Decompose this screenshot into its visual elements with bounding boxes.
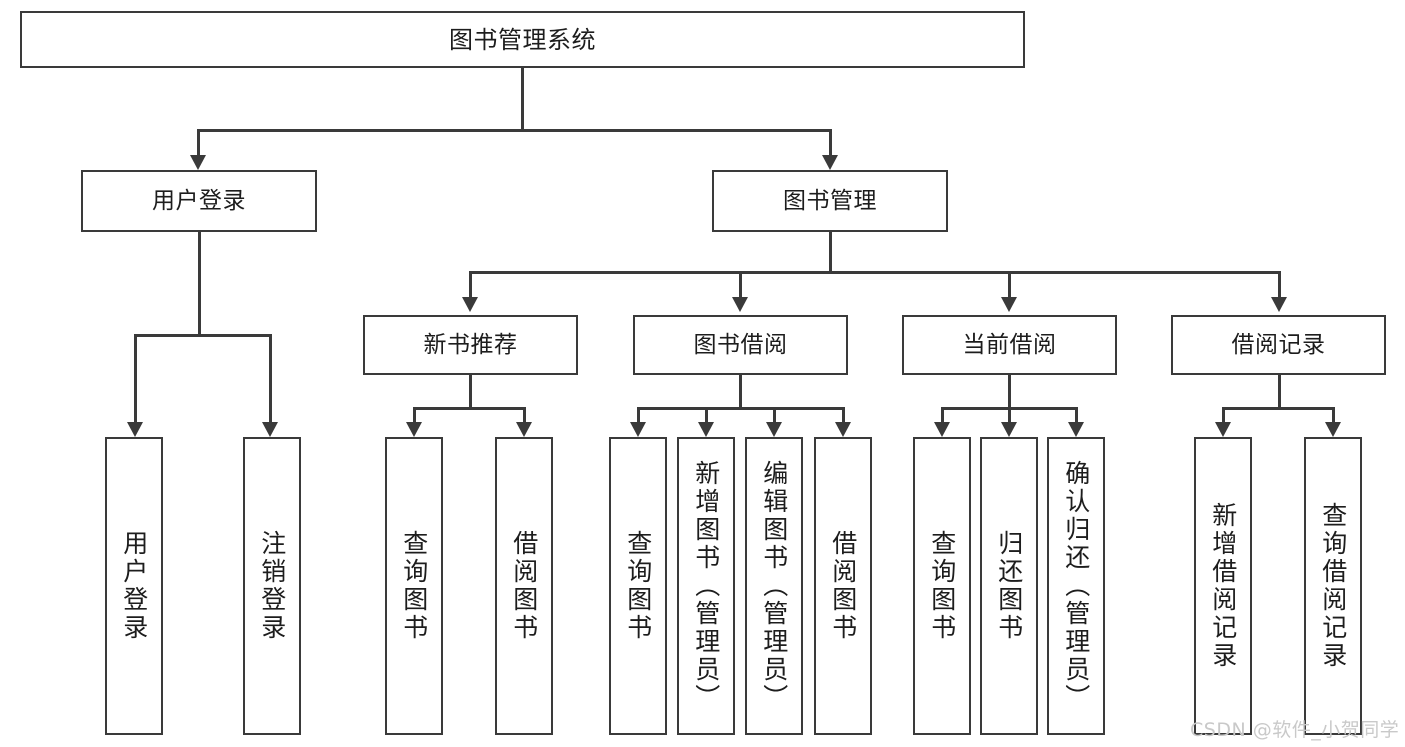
connector-level3-leg-2 <box>739 271 742 297</box>
arrow-to-user-login <box>190 155 206 170</box>
node-label: 当前借阅 <box>962 331 1057 358</box>
connector-new-book-leg-1 <box>413 407 416 422</box>
node-book-borrow[interactable]: 图书借阅 <box>633 315 848 375</box>
arrow-to-leaf-add-book <box>698 422 714 437</box>
node-label: 用户登录 <box>152 187 246 214</box>
arrow-to-leaf-borrow-book-2 <box>835 422 851 437</box>
connector-book-borrow-leg-1 <box>637 407 640 422</box>
node-label: 图书借阅 <box>693 331 788 358</box>
connector-current-borrow-stem <box>1008 375 1011 408</box>
connector-root-stem <box>521 68 524 130</box>
leaf-query-book-new[interactable]: 查询图书 <box>385 437 443 735</box>
connector-book-borrow-bus <box>637 407 844 410</box>
node-label: 查询图书 <box>623 530 653 642</box>
connector-current-borrow-leg-2 <box>1008 407 1011 422</box>
node-label: 新增借阅记录 <box>1208 502 1238 670</box>
leaf-query-book-current[interactable]: 查询图书 <box>913 437 971 735</box>
arrow-to-leaf-user-login <box>127 422 143 437</box>
csdn-watermark: CSDN @软件_小贺同学 <box>1190 719 1400 741</box>
connector-borrow-record-leg-1 <box>1222 407 1225 422</box>
connector-level2-leg-left <box>197 129 200 155</box>
connector-user-login-leg-2 <box>269 334 272 422</box>
node-label: 注销登录 <box>257 530 287 642</box>
node-label: 查询借阅记录 <box>1318 502 1348 670</box>
node-label: 图书管理系统 <box>449 25 596 54</box>
connector-level3-leg-1 <box>469 271 472 297</box>
connector-new-book-bus <box>413 407 525 410</box>
arrow-to-leaf-add-record <box>1215 422 1231 437</box>
arrow-to-leaf-return-book <box>1001 422 1017 437</box>
node-root-book-management-system[interactable]: 图书管理系统 <box>20 11 1025 68</box>
connector-borrow-record-leg-2 <box>1332 407 1335 422</box>
connector-new-book-stem <box>469 375 472 408</box>
connector-level3-leg-3 <box>1008 271 1011 297</box>
connector-level2-bus <box>197 129 831 132</box>
arrow-to-leaf-query-book-3 <box>934 422 950 437</box>
node-label: 查询图书 <box>399 530 429 642</box>
arrow-to-leaf-borrow-book-1 <box>516 422 532 437</box>
connector-new-book-leg-2 <box>523 407 526 422</box>
node-book-management[interactable]: 图书管理 <box>712 170 948 232</box>
connector-level3-bus <box>469 271 1281 274</box>
leaf-add-borrow-record[interactable]: 新增借阅记录 <box>1194 437 1252 735</box>
connector-book-management-stem <box>829 232 832 272</box>
node-new-book-recommend[interactable]: 新书推荐 <box>363 315 578 375</box>
leaf-query-book-borrow[interactable]: 查询图书 <box>609 437 667 735</box>
arrow-to-leaf-query-book-2 <box>630 422 646 437</box>
connector-book-borrow-leg-2 <box>705 407 708 422</box>
node-label: 确认归还（管理员） <box>1061 460 1091 712</box>
node-label: 图书管理 <box>783 187 877 214</box>
connector-borrow-record-bus <box>1222 407 1334 410</box>
leaf-borrow-book[interactable]: 借阅图书 <box>814 437 872 735</box>
arrow-to-current-borrow <box>1001 297 1017 312</box>
arrow-to-leaf-query-book-1 <box>406 422 422 437</box>
node-label: 借阅图书 <box>509 530 539 642</box>
node-label: 借阅记录 <box>1231 331 1326 358</box>
leaf-query-borrow-record[interactable]: 查询借阅记录 <box>1304 437 1362 735</box>
leaf-edit-book-admin[interactable]: 编辑图书（管理员） <box>745 437 803 735</box>
node-label: 编辑图书（管理员） <box>759 460 789 712</box>
connector-book-borrow-leg-3 <box>773 407 776 422</box>
leaf-logout[interactable]: 注销登录 <box>243 437 301 735</box>
connector-borrow-record-stem <box>1278 375 1281 408</box>
connector-current-borrow-leg-1 <box>941 407 944 422</box>
node-current-borrow[interactable]: 当前借阅 <box>902 315 1117 375</box>
leaf-user-login[interactable]: 用户登录 <box>105 437 163 735</box>
node-label: 归还图书 <box>994 530 1024 642</box>
connector-book-borrow-leg-4 <box>842 407 845 422</box>
arrow-to-book-management <box>822 155 838 170</box>
node-user-login[interactable]: 用户登录 <box>81 170 317 232</box>
arrow-to-leaf-edit-book <box>766 422 782 437</box>
arrow-to-book-borrow <box>732 297 748 312</box>
node-label: 新书推荐 <box>423 331 518 358</box>
node-borrow-record[interactable]: 借阅记录 <box>1171 315 1386 375</box>
connector-user-login-stem <box>198 232 201 335</box>
leaf-add-book-admin[interactable]: 新增图书（管理员） <box>677 437 735 735</box>
connector-level3-leg-4 <box>1278 271 1281 297</box>
connector-book-borrow-stem <box>739 375 742 408</box>
node-label: 借阅图书 <box>828 530 858 642</box>
connector-current-borrow-leg-3 <box>1075 407 1078 422</box>
arrow-to-leaf-logout <box>262 422 278 437</box>
arrow-to-new-book-recommend <box>462 297 478 312</box>
node-label: 新增图书（管理员） <box>691 460 721 712</box>
leaf-borrow-book-new[interactable]: 借阅图书 <box>495 437 553 735</box>
arrow-to-leaf-confirm-return <box>1068 422 1084 437</box>
leaf-confirm-return-admin[interactable]: 确认归还（管理员） <box>1047 437 1105 735</box>
node-label: 查询图书 <box>927 530 957 642</box>
arrow-to-borrow-record <box>1271 297 1287 312</box>
arrow-to-leaf-query-record <box>1325 422 1341 437</box>
node-label: 用户登录 <box>119 530 149 642</box>
connector-user-login-leg-1 <box>134 334 137 422</box>
connector-user-login-bus <box>134 334 271 337</box>
leaf-return-book[interactable]: 归还图书 <box>980 437 1038 735</box>
connector-level2-leg-right <box>829 129 832 155</box>
